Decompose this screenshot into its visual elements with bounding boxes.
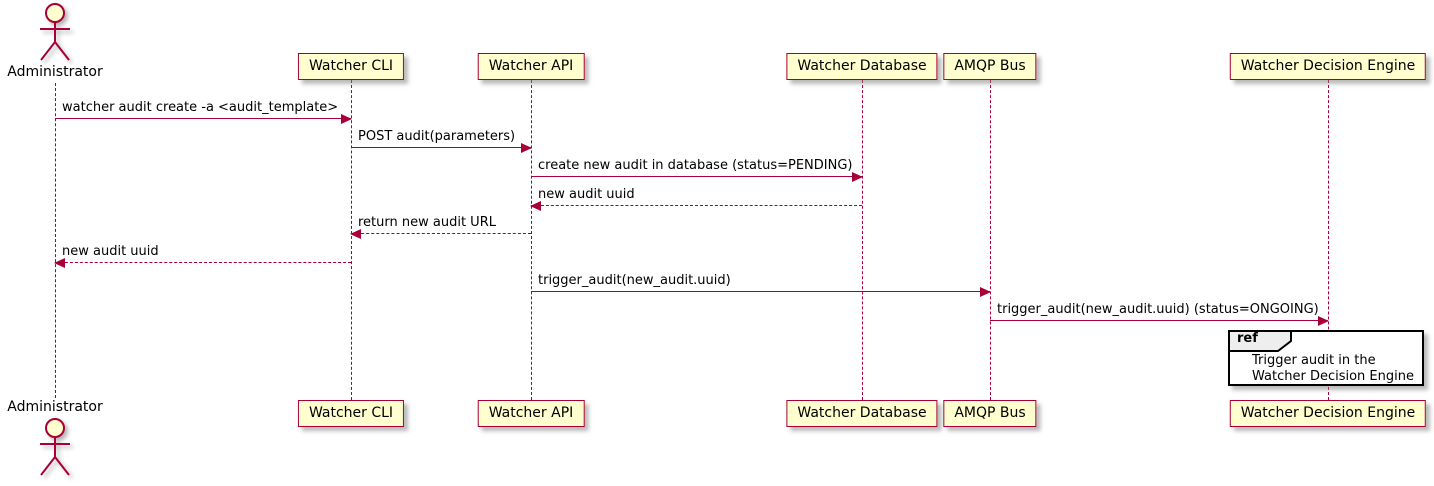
lifeline-watcher-decision-engine [1328, 80, 1329, 400]
arrowhead-icon [1318, 316, 1329, 326]
participant-administrator-top: Administrator [7, 64, 103, 80]
participant-watcher-api-top: Watcher API [477, 53, 585, 80]
lifeline-amqp-bus [990, 80, 991, 400]
message-6-line [531, 291, 990, 292]
lifeline-watcher-database [862, 80, 863, 400]
message-4-label: return new audit URL [358, 215, 496, 230]
message-1-line [351, 147, 531, 148]
message-5-line [55, 262, 351, 263]
participant-watcher-decision-engine-bottom: Watcher Decision Engine [1229, 400, 1427, 427]
ref-text-line: Watcher Decision Engine [1252, 369, 1414, 384]
message-3-line [531, 205, 862, 206]
message-3-label: new audit uuid [538, 187, 635, 202]
ref-tab: ref [1228, 330, 1294, 352]
participant-amqp-bus-bottom: AMQP Bus [943, 400, 1037, 427]
participant-watcher-decision-engine-top: Watcher Decision Engine [1229, 53, 1427, 80]
lifeline-watcher-api [531, 80, 532, 400]
message-7-label: trigger_audit(new_audit.uuid) (status=ON… [997, 302, 1319, 317]
participant-watcher-api-bottom: Watcher API [477, 400, 585, 427]
arrowhead-icon [350, 229, 361, 239]
message-1-label: POST audit(parameters) [358, 129, 516, 144]
ref-tab-shape-icon [1228, 330, 1292, 352]
message-0-line [55, 118, 351, 119]
lifeline-watcher-cli [351, 80, 352, 400]
participant-watcher-cli-top: Watcher CLI [297, 53, 405, 80]
arrowhead-icon [852, 172, 863, 182]
ref-fragment: ref Trigger audit in the Watcher Decisio… [1228, 330, 1424, 386]
arrowhead-icon [341, 114, 352, 124]
lifeline-administrator [55, 83, 56, 398]
participant-watcher-database-top: Watcher Database [786, 53, 938, 80]
participant-watcher-database-bottom: Watcher Database [786, 400, 938, 427]
arrowhead-icon [980, 287, 991, 297]
message-4-line [351, 233, 531, 234]
arrowhead-icon [54, 258, 65, 268]
participant-amqp-bus-top: AMQP Bus [943, 53, 1037, 80]
actor-icon [40, 418, 70, 476]
participant-administrator-bottom: Administrator [7, 399, 103, 415]
message-2-line [531, 176, 862, 177]
message-2-label: create new audit in database (status=PEN… [538, 158, 853, 173]
arrowhead-icon [521, 143, 532, 153]
message-7-line [990, 320, 1328, 321]
message-6-label: trigger_audit(new_audit.uuid) [538, 273, 731, 288]
ref-text-line: Trigger audit in the [1252, 353, 1376, 368]
ref-keyword: ref [1237, 331, 1258, 346]
arrowhead-icon [530, 201, 541, 211]
participant-watcher-cli-bottom: Watcher CLI [297, 400, 405, 427]
message-5-label: new audit uuid [62, 244, 159, 259]
message-0-label: watcher audit create -a <audit_template> [62, 100, 339, 115]
actor-icon [40, 3, 70, 61]
